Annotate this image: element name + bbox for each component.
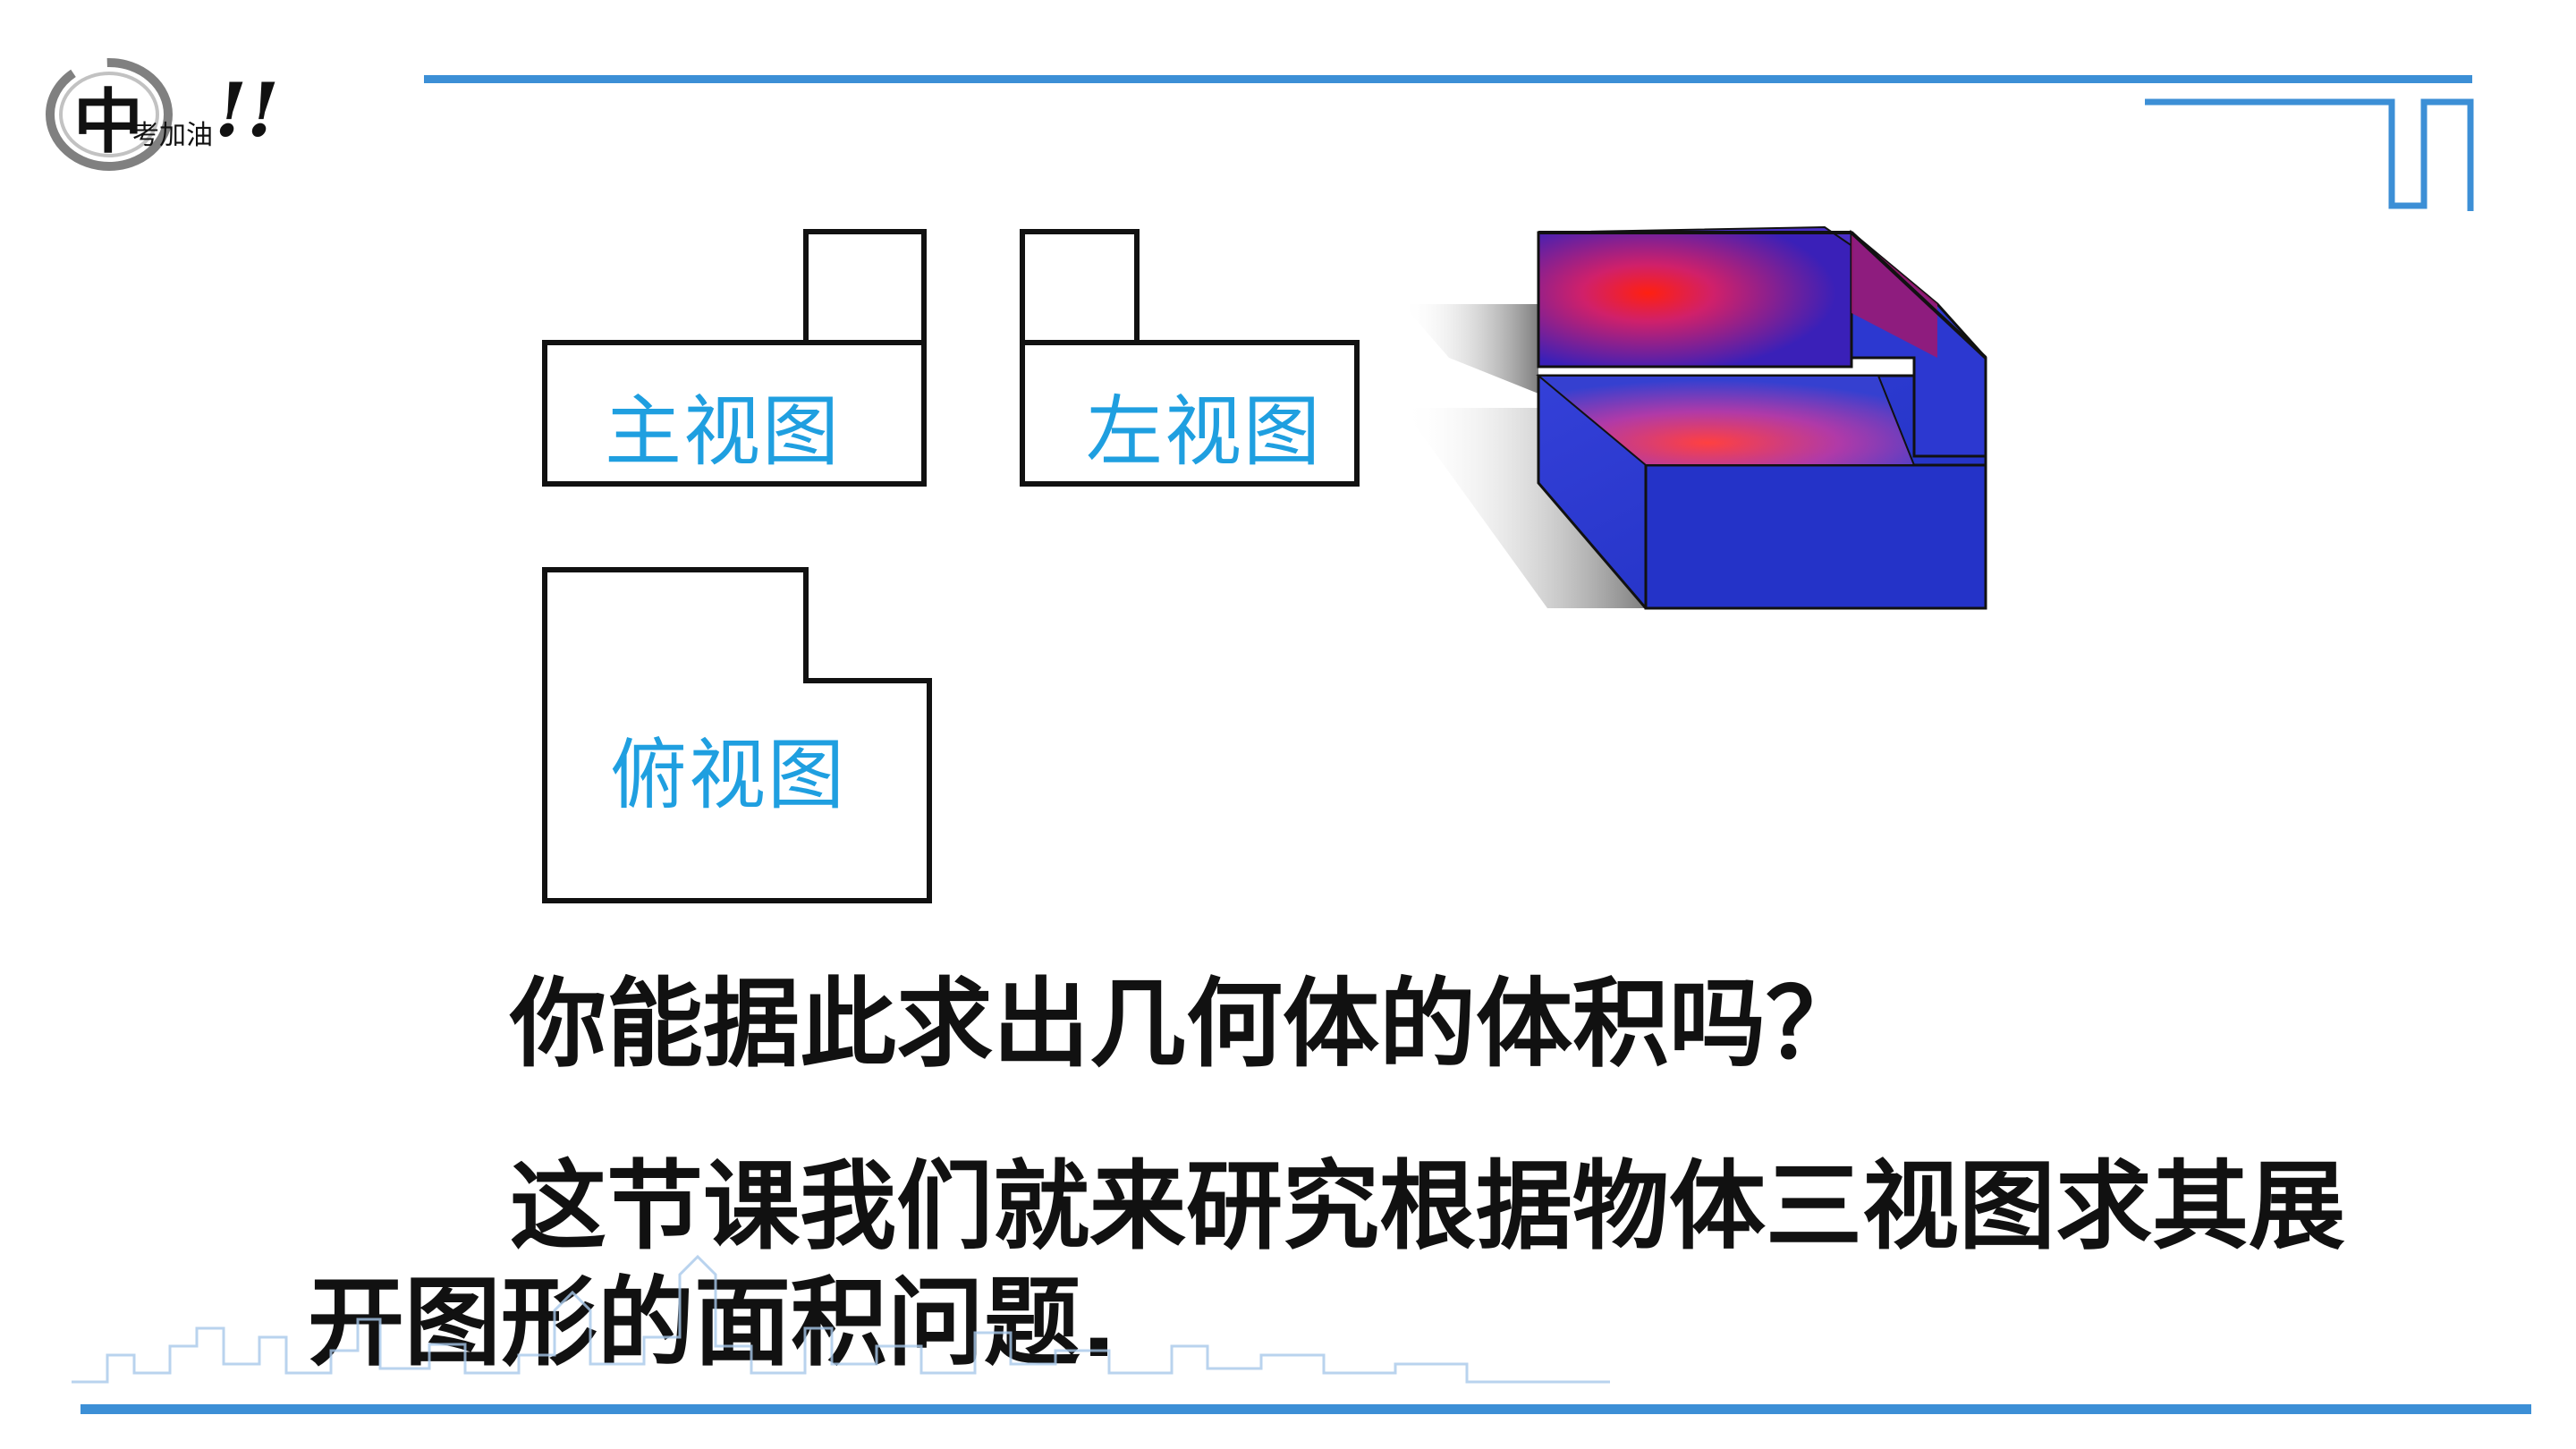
top-view-label: 俯视图 bbox=[610, 731, 846, 820]
front-view-label: 主视图 bbox=[605, 387, 841, 477]
city-skyline-decoration bbox=[72, 1254, 1610, 1384]
left-view-top-block bbox=[1020, 229, 1140, 345]
solid-3d-illustration bbox=[1402, 225, 1987, 610]
front-view-top-block bbox=[803, 229, 927, 345]
front-view-box: 主视图 bbox=[542, 340, 927, 487]
corner-decoration bbox=[2145, 98, 2474, 211]
paragraph-line-1: 这节课我们就来研究根据物体三视图求其展 bbox=[510, 1151, 2346, 1263]
logo: 中 考加油 !! bbox=[36, 32, 279, 184]
top-view-corner-block bbox=[803, 567, 932, 683]
left-view-label: 左视图 bbox=[1086, 387, 1322, 477]
logo-main-char: 中 bbox=[73, 81, 144, 163]
footer-divider bbox=[80, 1404, 2531, 1414]
logo-marks: !! bbox=[215, 68, 279, 154]
question-text: 你能据此求出几何体的体积吗？ bbox=[510, 969, 1863, 1080]
header-divider bbox=[424, 75, 2472, 83]
paragraph-line-2: 开图形的面积问题. bbox=[308, 1267, 1118, 1379]
logo-small-text: 考加油 bbox=[132, 120, 213, 151]
left-view-box: 左视图 bbox=[1020, 340, 1360, 487]
